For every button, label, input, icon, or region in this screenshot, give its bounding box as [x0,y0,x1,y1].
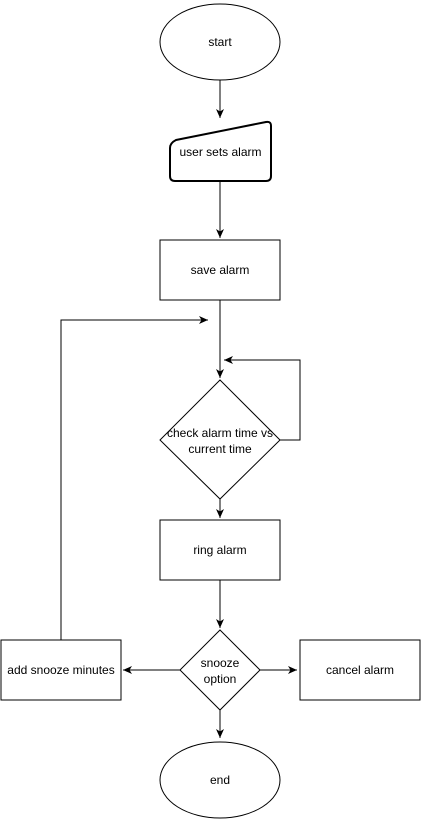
check-time-label: check alarm time vs current time [166,426,274,456]
save-alarm-label: save alarm [190,263,250,277]
snooze-option-node[interactable] [179,629,261,711]
add-snooze-minutes-label: add snooze minutes [7,663,115,677]
save-alarm-node[interactable] [159,239,281,301]
edge-check-time-self-loop [224,356,301,441]
user-sets-alarm-label: user sets alarm [179,145,262,159]
edge-add-snooze-to-check-time [60,316,208,640]
end-node[interactable] [159,741,281,819]
ring-alarm-label: ring alarm [193,543,247,557]
user-sets-alarm-node[interactable] [169,120,272,182]
start-label: start [208,35,232,49]
snooze-option-label: snooze option [200,656,240,686]
start-node[interactable] [159,3,281,81]
end-label: end [209,773,231,787]
check-time-node[interactable] [159,379,281,500]
ring-alarm-node[interactable] [159,519,281,581]
cancel-alarm-label: cancel alarm [325,663,395,677]
add-snooze-minutes-node[interactable] [0,639,122,701]
cancel-alarm-node[interactable] [299,639,421,701]
